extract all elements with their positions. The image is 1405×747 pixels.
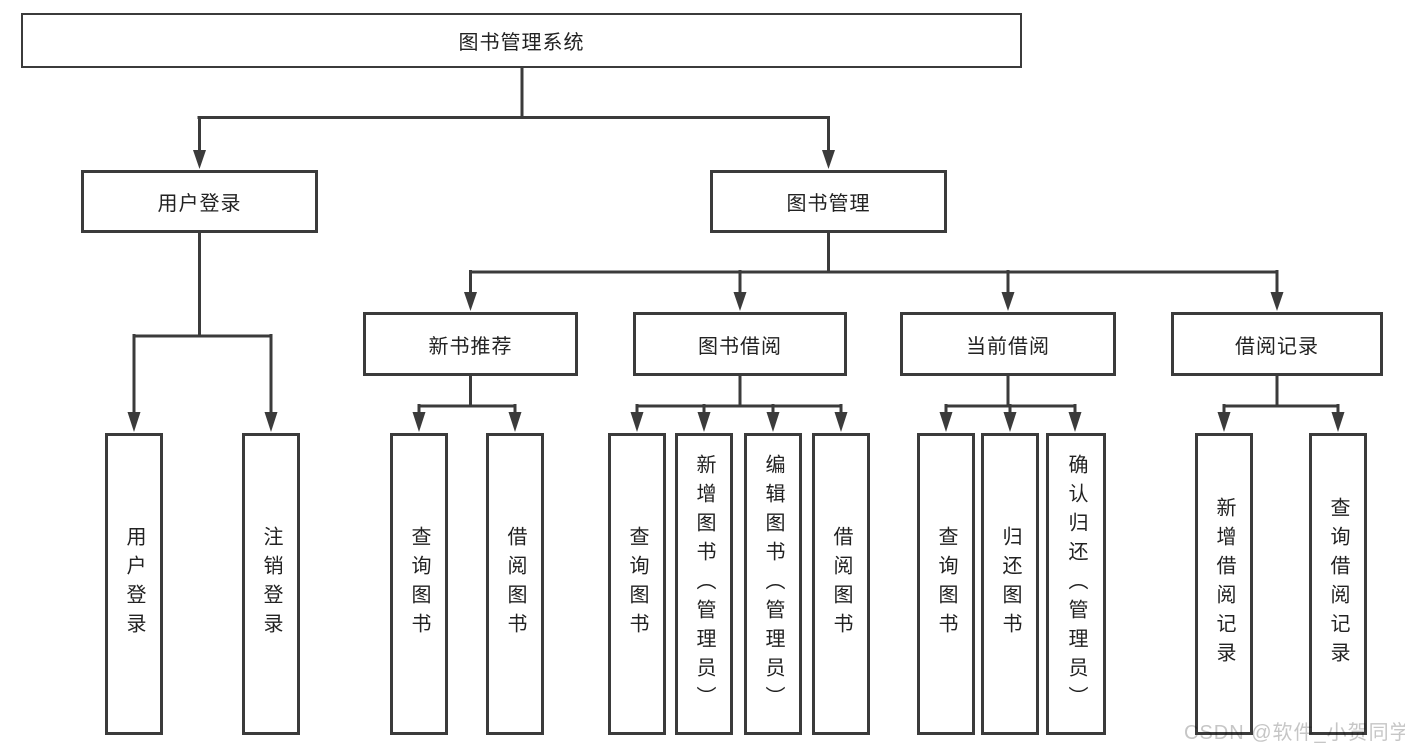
node-label: 借阅图书 <box>504 526 526 642</box>
connector-root-to-level2 <box>197 68 830 152</box>
node-label: 用户登录 <box>157 193 242 215</box>
node-confirm-return-admin: 确认归还（管理员） <box>1046 433 1106 735</box>
arrow-down-icon <box>733 292 747 311</box>
node-borrow-books-2: 借阅图书 <box>812 433 870 735</box>
node-label: 查询图书 <box>626 526 648 642</box>
arrow-down-icon <box>1003 412 1017 432</box>
node-logout: 注销登录 <box>242 433 300 735</box>
connector-records-to-children <box>1222 376 1340 414</box>
node-add-books-admin: 新增图书（管理员） <box>675 433 733 735</box>
node-query-books-1: 查询图书 <box>390 433 448 735</box>
connector-bookmgmt-to-level3 <box>469 233 1279 293</box>
node-label: 新增借阅记录 <box>1213 497 1235 671</box>
connector-currentborrow-to-children <box>944 376 1077 414</box>
node-query-borrow-record: 查询借阅记录 <box>1309 433 1367 735</box>
connector-bookborrow-to-children <box>635 376 843 414</box>
connector-newbook-to-children <box>417 376 517 414</box>
connector-userlogin-to-children <box>132 233 273 414</box>
node-user-login: 用户登录 <box>81 170 318 233</box>
arrow-down-icon <box>1331 412 1345 432</box>
node-book-management: 图书管理 <box>710 170 947 233</box>
node-label: 编辑图书（管理员） <box>762 453 784 715</box>
node-query-books-2: 查询图书 <box>608 433 666 735</box>
arrow-down-icon <box>412 412 426 432</box>
node-borrow-books-1: 借阅图书 <box>486 433 544 735</box>
node-label: 图书借阅 <box>698 335 782 358</box>
node-label: 注销登录 <box>260 526 282 642</box>
node-label: 借阅记录 <box>1235 335 1319 358</box>
node-edit-books-admin: 编辑图书（管理员） <box>744 433 802 735</box>
node-add-borrow-record: 新增借阅记录 <box>1195 433 1253 735</box>
node-user-login-leaf: 用户登录 <box>105 433 163 735</box>
arrow-down-icon <box>834 412 848 432</box>
node-book-borrow: 图书借阅 <box>633 312 847 376</box>
node-library-system: 图书管理系统 <box>21 13 1022 68</box>
node-borrow-records: 借阅记录 <box>1171 312 1383 376</box>
node-label: 图书管理 <box>786 193 871 215</box>
node-return-books: 归还图书 <box>981 433 1039 735</box>
node-label: 归还图书 <box>999 526 1021 642</box>
arrow-down-icon <box>822 150 835 169</box>
arrow-down-icon <box>127 412 141 432</box>
arrow-down-icon <box>630 412 644 432</box>
node-label: 新书推荐 <box>428 335 513 358</box>
node-current-borrow: 当前借阅 <box>900 312 1116 376</box>
node-label: 确认归还（管理员） <box>1065 453 1087 715</box>
arrow-down-icon <box>1270 292 1284 311</box>
node-label: 用户登录 <box>123 526 145 642</box>
arrow-down-icon <box>1217 412 1231 432</box>
node-label: 查询图书 <box>935 526 957 642</box>
node-new-book-recommend: 新书推荐 <box>363 312 578 376</box>
node-label: 当前借阅 <box>966 335 1050 358</box>
arrow-down-icon <box>939 412 953 432</box>
node-label: 图书管理系统 <box>458 32 585 54</box>
arrow-down-icon <box>193 150 206 169</box>
node-label: 新增图书（管理员） <box>693 453 715 715</box>
csdn-watermark: CSDN @软件_小贺同学 <box>1184 722 1405 744</box>
node-label: 借阅图书 <box>830 526 852 642</box>
arrow-down-icon <box>697 412 711 432</box>
arrow-down-icon <box>766 412 780 432</box>
arrow-down-icon <box>464 292 477 311</box>
arrow-down-icon <box>508 412 522 432</box>
arrow-down-icon <box>1068 412 1082 432</box>
node-label: 查询图书 <box>408 526 430 642</box>
arrowheads <box>127 150 1345 432</box>
node-label: 查询借阅记录 <box>1327 497 1349 671</box>
arrow-down-icon <box>1001 292 1015 311</box>
arrow-down-icon <box>264 412 278 432</box>
node-query-books-3: 查询图书 <box>917 433 975 735</box>
